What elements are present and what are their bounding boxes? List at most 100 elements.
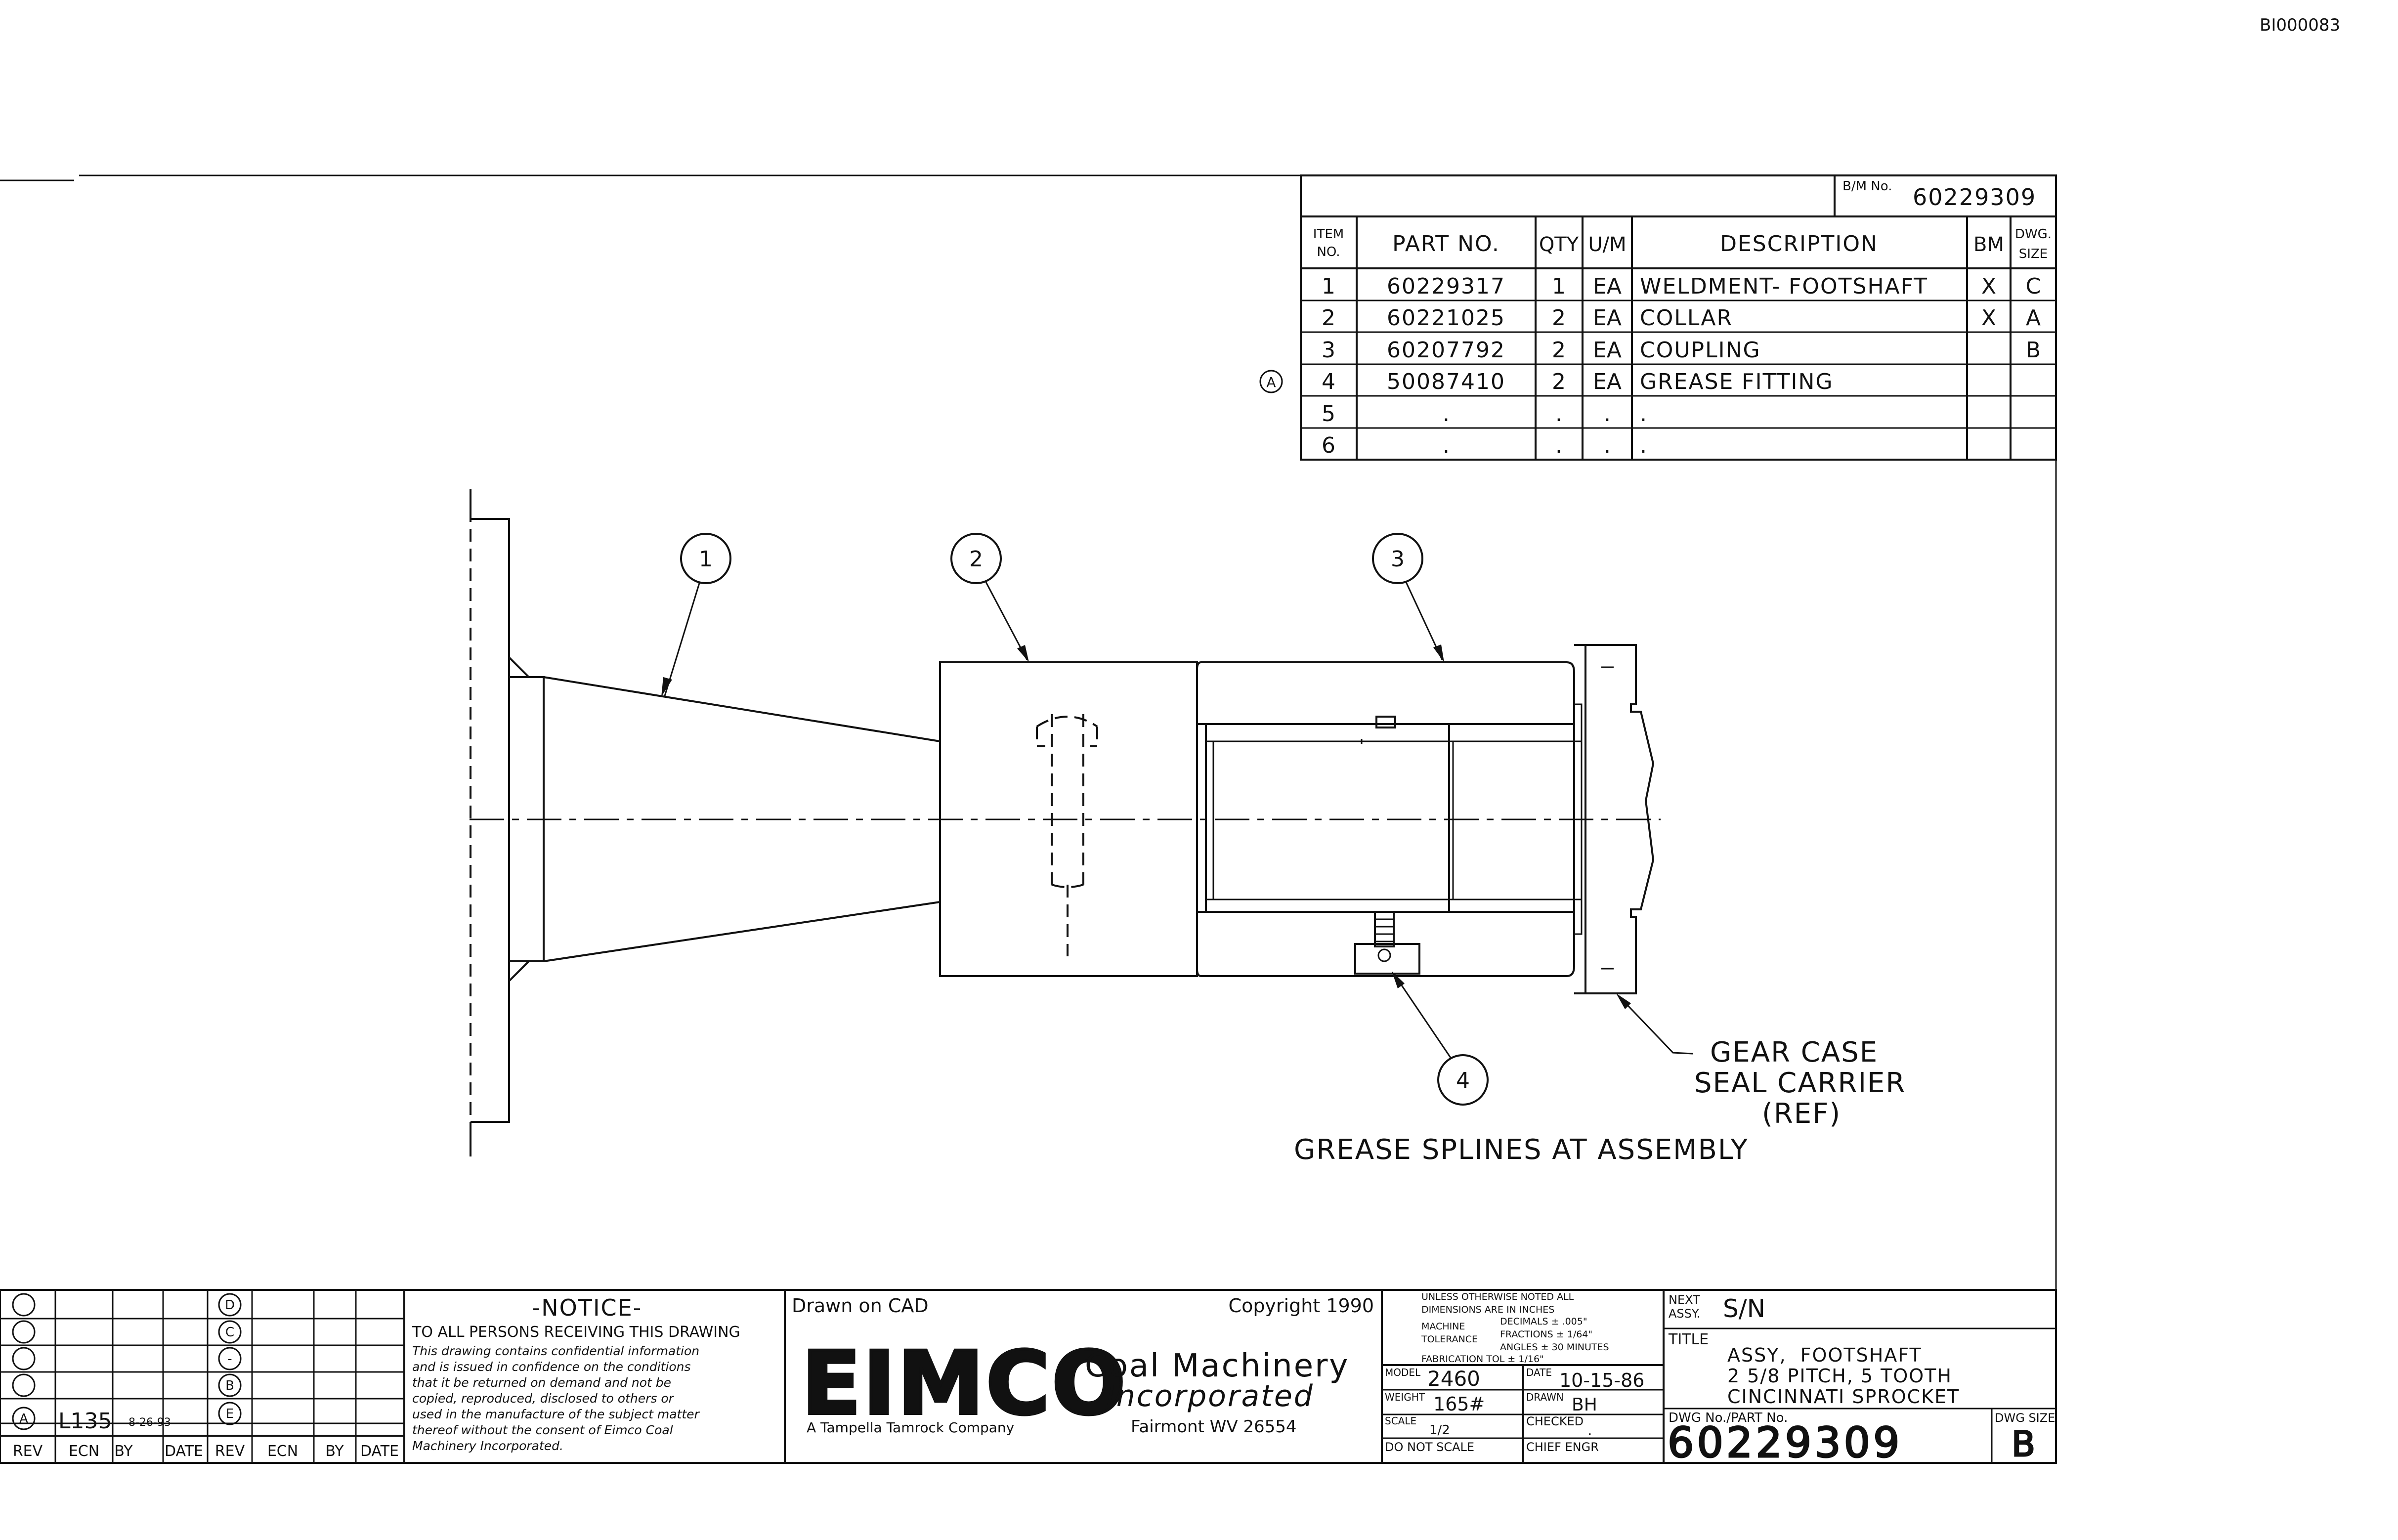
notice-body-line: This drawing contains confidential infor…	[412, 1344, 699, 1358]
drawn-label: DRAWN	[1526, 1391, 1564, 1403]
item-number: 1	[1322, 274, 1335, 299]
company-name-1: Coal Machinery	[1085, 1348, 1349, 1384]
rev-letter: -	[227, 1352, 232, 1367]
bm-number: 60229309	[1913, 184, 2036, 211]
drawn-on-cad: Drawn on CAD	[792, 1295, 929, 1317]
dwg-size: B	[2026, 338, 2041, 363]
quantity: .	[1555, 401, 1562, 427]
rev-header: REV	[13, 1443, 43, 1460]
item-number: 4	[1322, 369, 1335, 394]
ecn-header: ECN	[267, 1443, 298, 1460]
svg-text:A: A	[1266, 374, 1276, 390]
part-number: .	[1443, 401, 1450, 427]
checked-value: .	[1587, 1422, 1592, 1439]
bom-row: 2 60221025 2 EA COLLAR X A	[1322, 305, 2041, 331]
notice-body-line: copied, reproduced, disclosed to others …	[412, 1391, 675, 1406]
scale-label: SCALE	[1385, 1415, 1416, 1427]
description: .	[1640, 433, 1647, 458]
header-qty: QTY	[1539, 233, 1579, 256]
model-label: MODEL	[1385, 1367, 1421, 1378]
rev-entry-date: 8-26-93	[128, 1416, 171, 1429]
notice-body-line: thereof without the consent of Eimco Coa…	[412, 1423, 673, 1437]
notice-body-line: that it be returned on demand and not be	[412, 1375, 671, 1390]
date-header: DATE	[165, 1443, 203, 1460]
header-item-no: NO.	[1317, 245, 1340, 259]
grease-splines-note: GREASE SPLINES AT ASSEMBLY	[1294, 1134, 1749, 1166]
weight-label: WEIGHT	[1385, 1391, 1425, 1403]
svg-text:DECIMALS ± .005": DECIMALS ± .005"	[1500, 1316, 1587, 1327]
part-number: .	[1443, 433, 1450, 458]
unit: EA	[1593, 274, 1622, 299]
date-label: DATE	[1526, 1367, 1552, 1378]
bm-flag: X	[1981, 305, 1996, 331]
svg-text:2: 2	[969, 547, 983, 572]
header-description: DESCRIPTION	[1720, 231, 1878, 257]
copyright: Copyright 1990	[1229, 1295, 1374, 1317]
description: COLLAR	[1640, 305, 1733, 331]
company-name-2: Incorporated	[1106, 1379, 1314, 1413]
model-value: 2460	[1427, 1367, 1480, 1391]
dwg-no-value: 60229309	[1668, 1418, 1903, 1467]
svg-text:TOLERANCE: TOLERANCE	[1421, 1334, 1478, 1345]
quantity: 1	[1552, 274, 1566, 299]
unit: .	[1604, 433, 1611, 458]
bom-row: 1 60229317 1 EA WELDMENT- FOOTSHAFT X C	[1322, 274, 2041, 299]
balloon-3: 3	[1372, 533, 1444, 662]
svg-text:3: 3	[1391, 547, 1405, 572]
leader-arrow	[1616, 993, 1631, 1009]
by-header: BY	[114, 1443, 133, 1460]
unit: .	[1604, 401, 1611, 427]
title-line-3: CINCINNATI SPROCKET	[1727, 1386, 1960, 1408]
item-number: 6	[1322, 433, 1335, 458]
rev-letter: C	[225, 1325, 234, 1340]
chief-engr-label: CHIEF ENGR	[1526, 1440, 1599, 1454]
assembly-view	[470, 489, 1661, 1156]
title-label: TITLE	[1668, 1331, 1709, 1348]
quantity: 2	[1552, 305, 1566, 331]
leader-arrow	[661, 677, 672, 697]
header-bm: BM	[1973, 233, 2004, 256]
leader-arrow	[1433, 644, 1444, 662]
scale-value: 1/2	[1429, 1423, 1450, 1438]
notice-body-line: and is issued in confidence on the condi…	[412, 1360, 691, 1374]
notice-title: -NOTICE-	[532, 1294, 642, 1321]
company-block: Drawn on CAD Copyright 1990 EIMCO Coal M…	[784, 1289, 1383, 1464]
part-number: 60207792	[1387, 338, 1505, 363]
description: GREASE FITTING	[1640, 369, 1834, 394]
bom-row: 5 . . . .	[1322, 401, 1647, 427]
company-tagline: A Tampella Tamrock Company	[807, 1419, 1014, 1436]
part-number: 50087410	[1387, 369, 1505, 394]
checked-label: CHECKED	[1526, 1414, 1584, 1428]
coupling	[1196, 661, 1575, 977]
rev-letter: E	[226, 1407, 234, 1421]
item-number: 2	[1322, 305, 1335, 331]
header-dwg: DWG.	[2015, 227, 2052, 242]
header-item: ITEM	[1313, 227, 1344, 242]
balloon-4: 4	[1392, 971, 1489, 1106]
svg-text:4: 4	[1456, 1068, 1470, 1093]
unit: EA	[1593, 338, 1622, 363]
description: COUPLING	[1640, 338, 1761, 363]
notice-body-line: Machinery Incorporated.	[412, 1439, 563, 1453]
svg-text:(REF): (REF)	[1762, 1098, 1841, 1130]
part-number: 60221025	[1387, 305, 1505, 331]
weight-value: 165#	[1433, 1393, 1485, 1415]
date-header: DATE	[360, 1443, 399, 1460]
svg-text:ANGLES ± 30 MINUTES: ANGLES ± 30 MINUTES	[1500, 1342, 1609, 1353]
ecn-header: ECN	[69, 1443, 99, 1460]
description: .	[1640, 401, 1647, 427]
notice-block: -NOTICE- TO ALL PERSONS RECEIVING THIS D…	[403, 1289, 786, 1464]
leader-arrow	[1392, 971, 1405, 988]
leader-arrow	[1017, 645, 1029, 662]
dwg-size-value: B	[2012, 1424, 2035, 1464]
rev-header: REV	[215, 1443, 245, 1460]
company-city: Fairmont WV 26554	[1131, 1417, 1297, 1437]
svg-text:GEAR CASE: GEAR CASE	[1710, 1036, 1878, 1069]
svg-text:DIMENSIONS ARE IN INCHES: DIMENSIONS ARE IN INCHES	[1421, 1304, 1554, 1315]
svg-text:FABRICATION TOL ± 1/16": FABRICATION TOL ± 1/16"	[1421, 1354, 1544, 1365]
next-assy-value: S/N	[1723, 1294, 1765, 1323]
title-block: NEXT ASSY. S/N TITLE ASSY, FOOTSHAFT 2 5…	[1663, 1289, 2057, 1468]
description: WELDMENT- FOOTSHAFT	[1640, 274, 1928, 299]
unit: EA	[1593, 305, 1622, 331]
dwg-size: C	[2026, 274, 2041, 299]
